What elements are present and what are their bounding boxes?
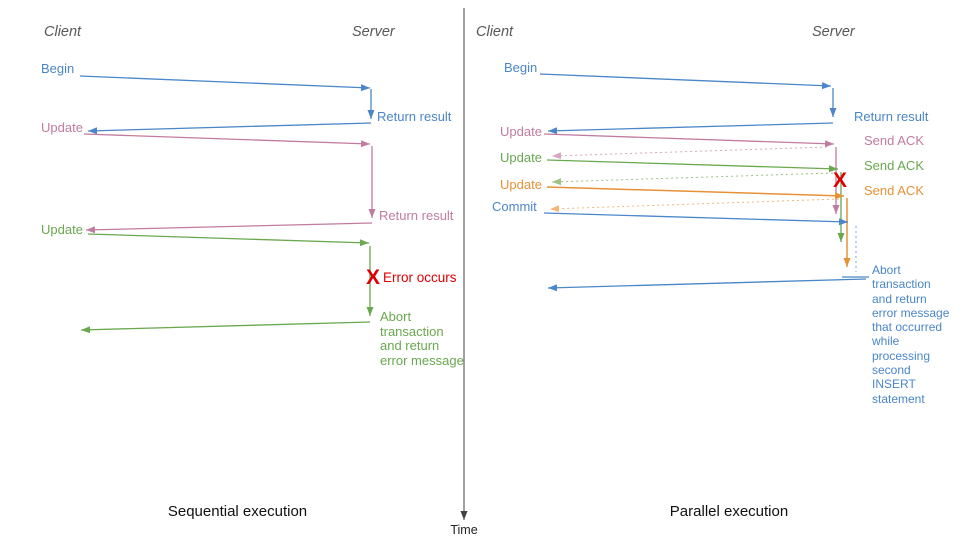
left-update-2-label: Update	[41, 222, 83, 237]
right-commit-flow	[543, 212, 869, 292]
right-begin-response-arrow	[547, 122, 834, 135]
right-update1-flow	[543, 133, 840, 214]
right-update2-ack-arrow	[551, 172, 834, 186]
right-abort-message: Abort transaction and return error messa…	[872, 263, 950, 406]
right-send-ack-2-label: Send ACK	[864, 158, 924, 173]
right-send-ack-3-label: Send ACK	[864, 183, 924, 198]
right-begin-request-arrow	[539, 73, 832, 90]
left-error-x-icon: X	[366, 266, 381, 289]
left-begin-label: Begin	[41, 61, 75, 76]
left-update1-flow	[83, 133, 376, 234]
right-commit-label: Commit	[492, 199, 537, 214]
right-return-result-label: Return result	[854, 109, 929, 124]
right-update2-request-arrow	[546, 159, 839, 173]
right-client-header: Client	[476, 24, 514, 40]
right-update2-flow	[546, 159, 845, 242]
left-update1-request-arrow	[83, 133, 371, 148]
left-abort-response-arrow	[80, 321, 371, 334]
left-return-result-1-label: Return result	[377, 109, 452, 124]
right-update1-request-arrow	[543, 133, 835, 148]
left-begin-flow	[79, 75, 375, 135]
right-update3-request-arrow	[546, 186, 845, 200]
right-send-ack-1-label: Send ACK	[864, 133, 924, 148]
right-begin-flow	[539, 73, 837, 135]
left-caption: Sequential execution	[167, 503, 308, 520]
right-begin-label: Begin	[504, 60, 538, 75]
left-client-header: Client	[44, 24, 82, 40]
right-server-header: Server	[812, 24, 855, 40]
left-server-header: Server	[352, 24, 395, 40]
time-axis-label: Time	[450, 523, 478, 537]
left-begin-response-arrow	[87, 122, 372, 135]
right-caption: Parallel execution	[669, 503, 789, 520]
right-update-3-label: Update	[500, 177, 542, 192]
left-return-result-2-label: Return result	[379, 208, 454, 223]
right-update-2-label: Update	[500, 150, 542, 165]
right-abort-response-arrow	[547, 278, 867, 292]
left-update2-flow	[80, 233, 374, 334]
left-begin-request-arrow	[79, 75, 371, 92]
right-update3-ack-arrow	[549, 198, 840, 213]
left-update1-response-arrow	[85, 222, 373, 234]
left-update2-request-arrow	[87, 233, 370, 247]
left-abort-message: Abort transaction and return error messa…	[380, 309, 464, 368]
right-error-x-icon: X	[833, 169, 848, 192]
right-update-1-label: Update	[500, 124, 542, 139]
right-update3-flow	[546, 186, 851, 267]
right-commit-request-arrow	[543, 212, 849, 226]
left-update-1-label: Update	[41, 120, 83, 135]
left-error-occurs-label: Error occurs	[383, 270, 457, 285]
right-update1-ack-arrow	[551, 146, 828, 160]
